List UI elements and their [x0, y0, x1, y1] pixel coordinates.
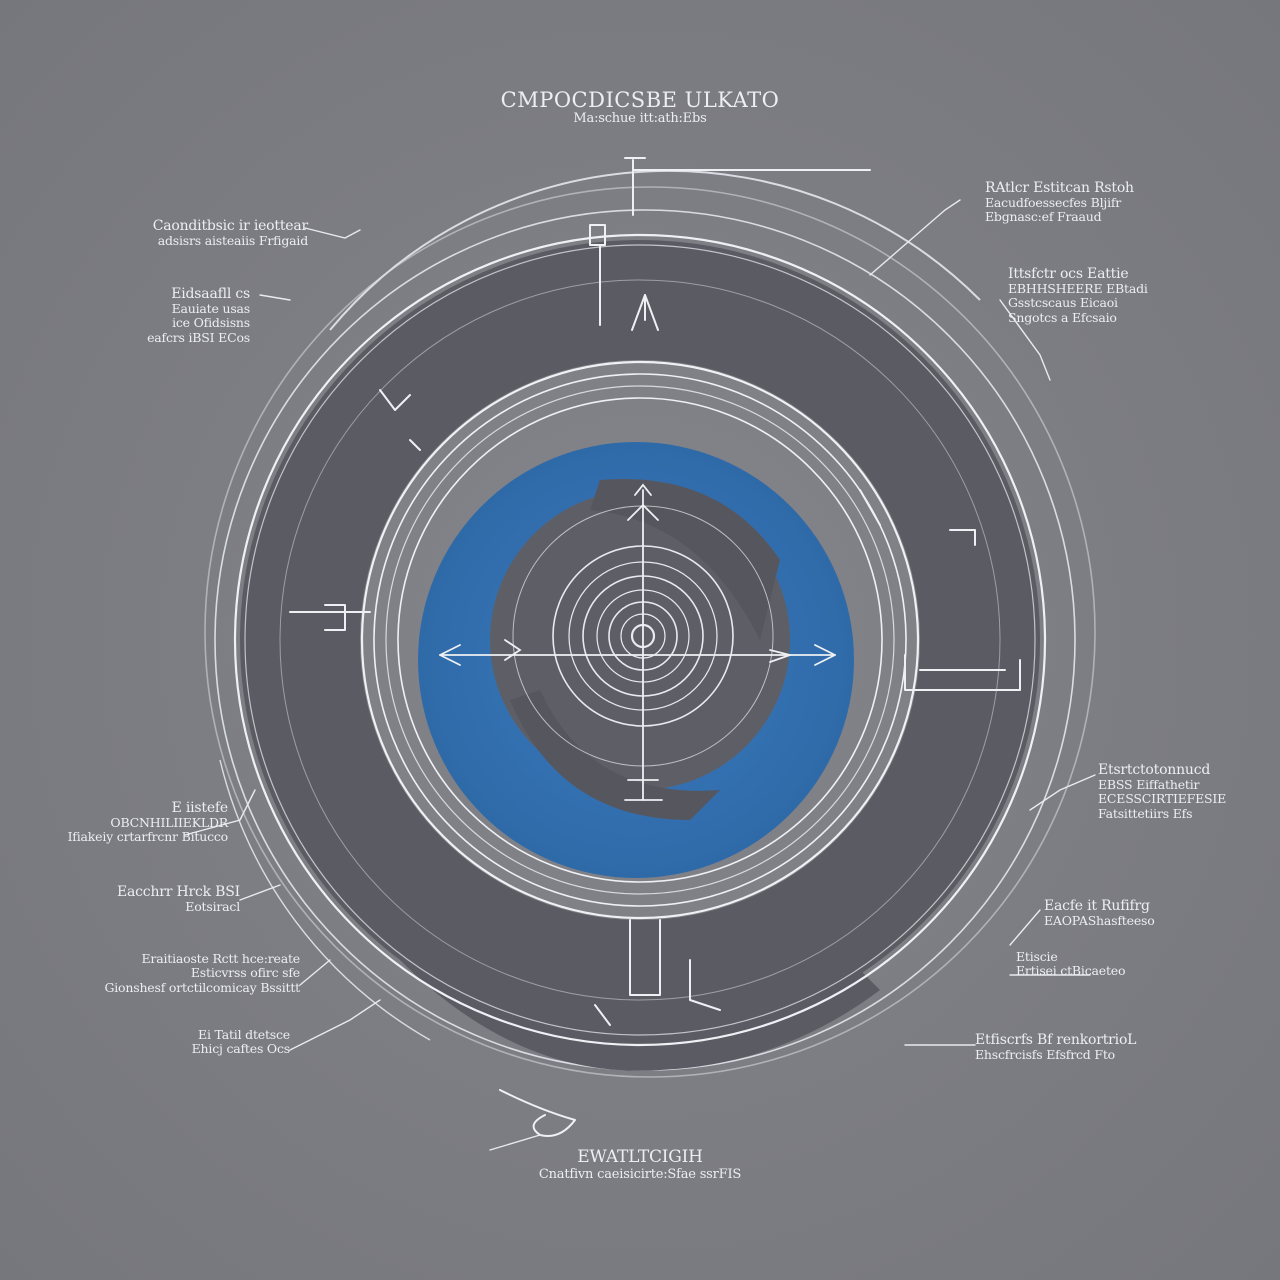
leader-left-3	[184, 789, 256, 836]
footer-title: EWATLTCIGIH	[577, 1147, 703, 1167]
leader-left-4	[239, 884, 281, 901]
callout-right-4: Eacfe it Rufifrg EAOPAShasfteeso	[1044, 898, 1155, 929]
leader-right-3	[1029, 774, 1096, 811]
diagram-subtitle: Ma:schue itt:ath:Ebs	[573, 111, 707, 127]
inner-disc-shadow	[590, 479, 780, 640]
callout-right-2: Ittsfctr ocs Eattie EBHHSHEERE EBtadi Gs…	[1008, 266, 1148, 325]
leader-left-6	[289, 999, 381, 1051]
leader-right-2	[999, 299, 1051, 381]
leader-right-1	[869, 199, 961, 276]
callout-left-4: Eacchrr Hrck BSI Eotsiracl	[117, 884, 240, 915]
inner-disc-lower-shadow	[510, 690, 720, 820]
leader-left-2	[259, 294, 291, 301]
leader-right-4	[1009, 909, 1041, 946]
callout-right-1: RAtlcr Estitcan Rstoh Eacudfoessecfes Bl…	[985, 180, 1134, 225]
crosshair-axes	[439, 483, 836, 801]
callout-right-5: Etiscie Ertisei ctBicaeteo	[1016, 949, 1126, 979]
callout-left-1: Caonditbsic ir ieottear adsisrs aisteaii…	[152, 218, 308, 249]
callout-left-6: Ei Tatil dtetsce Ehicj caftes Ocs	[191, 1027, 291, 1057]
footer-subtitle: Cnatfivn caeisicirte:Sfae ssrFIS	[538, 1166, 742, 1182]
diagram-title-block: CMPOCDICSBE ULKATO Ma:schue itt:ath:Ebs	[440, 88, 840, 127]
ring-track-lines	[233, 233, 1047, 1047]
leader-bottom	[489, 1134, 541, 1151]
callout-right-3: Etsrtctotonnucd EBSS Eiffathetir ECESSCI…	[1098, 762, 1227, 821]
ring-connectors	[289, 157, 1021, 1137]
leader-left-5	[299, 959, 331, 986]
callout-leaders	[184, 199, 1096, 1151]
outer-ring-lower-bulge	[400, 910, 880, 1071]
callout-left-3: E iistefe OBCNHILIIEKLDR Ifiakeiy crtarf…	[67, 800, 229, 845]
callout-right-6: Etfiscrfs Bf renkortrioL Ehscfrcisfs Efs…	[975, 1032, 1137, 1063]
diagram-footer-block: EWATLTCIGIH Cnatfivn caeisicirte:Sfae ss…	[470, 1147, 810, 1182]
diagram-title: CMPOCDICSBE ULKATO	[500, 88, 780, 112]
callout-left-5: Eraitiaoste Rctt hce:reate Esticvrss ofi…	[104, 951, 300, 995]
leader-left-1	[304, 227, 361, 239]
callout-left-2: Eidsaafll cs Eauiate usas ice Ofidsisns …	[147, 286, 250, 345]
